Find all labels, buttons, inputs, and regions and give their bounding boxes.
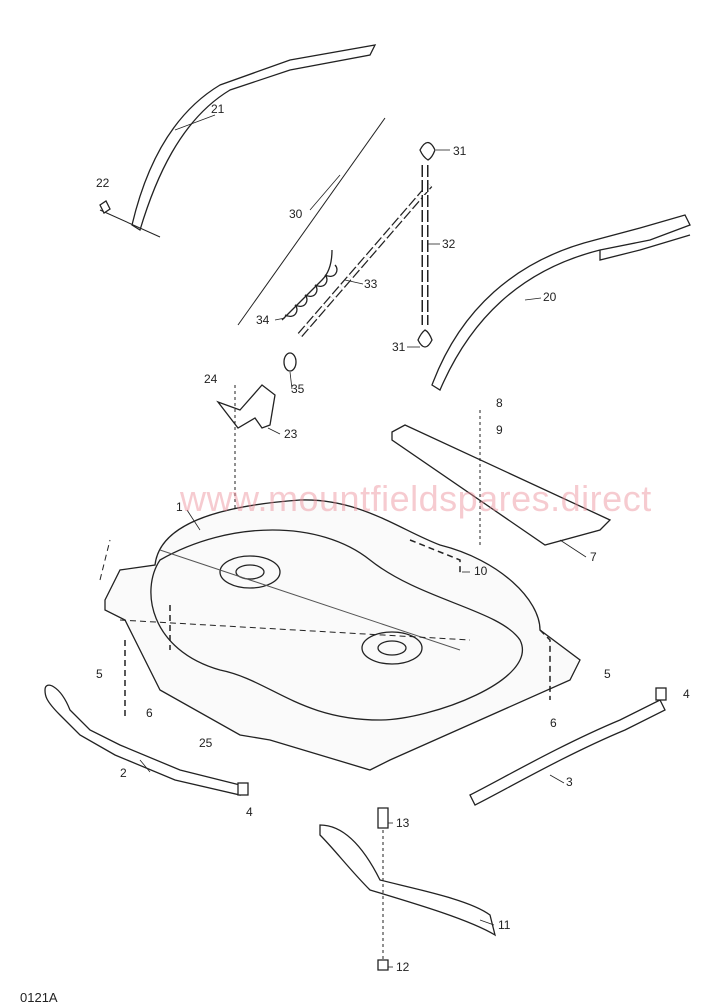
part-7-plate bbox=[391, 424, 612, 546]
watermark: www.mountfieldspares.direct bbox=[180, 478, 652, 519]
callout-32: 32 bbox=[442, 237, 456, 251]
callout-6-right: 6 bbox=[550, 716, 557, 730]
part-31-shackle bbox=[417, 141, 436, 348]
callout-13: 13 bbox=[396, 816, 410, 830]
callout-31-top: 31 bbox=[453, 144, 467, 158]
callout-3: 3 bbox=[566, 775, 573, 789]
callout-33: 33 bbox=[364, 277, 378, 291]
callout-9: 9 bbox=[496, 423, 503, 437]
callout-20: 20 bbox=[543, 290, 557, 304]
callout-5-left: 5 bbox=[96, 667, 103, 681]
part-11-skid bbox=[319, 824, 497, 937]
callout-6-left: 6 bbox=[146, 706, 153, 720]
callout-4-left: 4 bbox=[246, 805, 253, 819]
callout-12: 12 bbox=[396, 960, 410, 974]
callout-8: 8 bbox=[496, 396, 503, 410]
part-13-bolt bbox=[377, 807, 389, 829]
callout-10: 10 bbox=[474, 564, 488, 578]
part-30-bracket-line bbox=[237, 117, 386, 326]
callout-1: 1 bbox=[176, 500, 183, 514]
callout-2: 2 bbox=[120, 766, 127, 780]
callout-11: 11 bbox=[498, 918, 511, 932]
callout-22: 22 bbox=[96, 176, 110, 190]
callout-35: 35 bbox=[291, 382, 305, 396]
part-35-ring bbox=[283, 352, 297, 372]
diagram-code: 0121A bbox=[20, 990, 58, 1005]
callout-34: 34 bbox=[256, 313, 270, 327]
part-4-cap bbox=[237, 782, 249, 796]
part-23-bracket bbox=[216, 384, 276, 429]
callout-24: 24 bbox=[204, 372, 218, 386]
callout-7: 7 bbox=[590, 550, 597, 564]
part-3-bumper bbox=[469, 699, 666, 806]
callout-25: 25 bbox=[199, 736, 213, 750]
callout-31-bottom: 31 bbox=[392, 340, 406, 354]
part-4-cap bbox=[655, 687, 667, 701]
callout-5-right: 5 bbox=[604, 667, 611, 681]
part-22-bolt bbox=[99, 200, 111, 214]
callout-4-right: 4 bbox=[683, 687, 690, 701]
part-34-spring bbox=[281, 249, 338, 321]
part-21-arm bbox=[131, 44, 377, 232]
callout-23: 23 bbox=[284, 427, 298, 441]
callout-30: 30 bbox=[289, 207, 303, 221]
part-1-deck bbox=[104, 499, 581, 771]
callout-21: 21 bbox=[211, 102, 225, 116]
part-12-bolt bbox=[377, 959, 389, 971]
part-20-arm bbox=[431, 214, 691, 391]
